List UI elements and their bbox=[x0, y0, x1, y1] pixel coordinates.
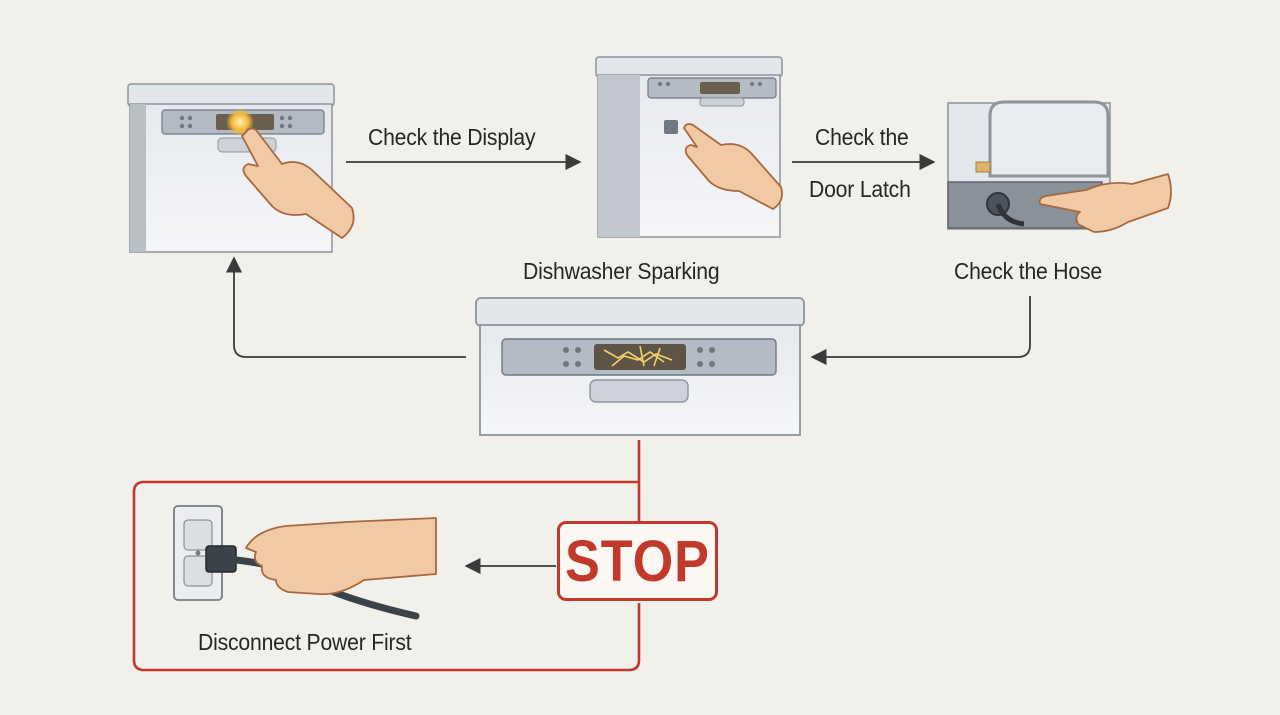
label-check-latch-line1: Check the bbox=[815, 124, 909, 150]
label-check-latch-line2: Door Latch bbox=[809, 176, 911, 202]
stop-text: STOP bbox=[565, 528, 710, 594]
pointing-hand-icon bbox=[241, 127, 355, 239]
arrow-center-to-display bbox=[225, 256, 466, 358]
label-dishwasher-sparking: Dishwasher Sparking bbox=[523, 258, 720, 284]
pulling-hand-icon bbox=[245, 517, 437, 596]
pointing-hand-icon bbox=[683, 123, 783, 210]
label-check-display: Check the Display bbox=[368, 124, 536, 150]
flow-arrows bbox=[225, 153, 1031, 575]
spark-icon bbox=[603, 345, 673, 367]
pointing-hand-icon bbox=[1038, 173, 1172, 233]
label-check-hose: Check the Hose bbox=[954, 258, 1102, 284]
warning-frame bbox=[132, 440, 641, 672]
label-disconnect-power: Disconnect Power First bbox=[198, 629, 412, 655]
stop-badge: STOP bbox=[557, 521, 718, 601]
arrow-hose-to-center bbox=[810, 296, 1031, 366]
dishwasher-sparking-icon bbox=[475, 297, 805, 436]
wall-outlet-icon bbox=[173, 505, 223, 601]
